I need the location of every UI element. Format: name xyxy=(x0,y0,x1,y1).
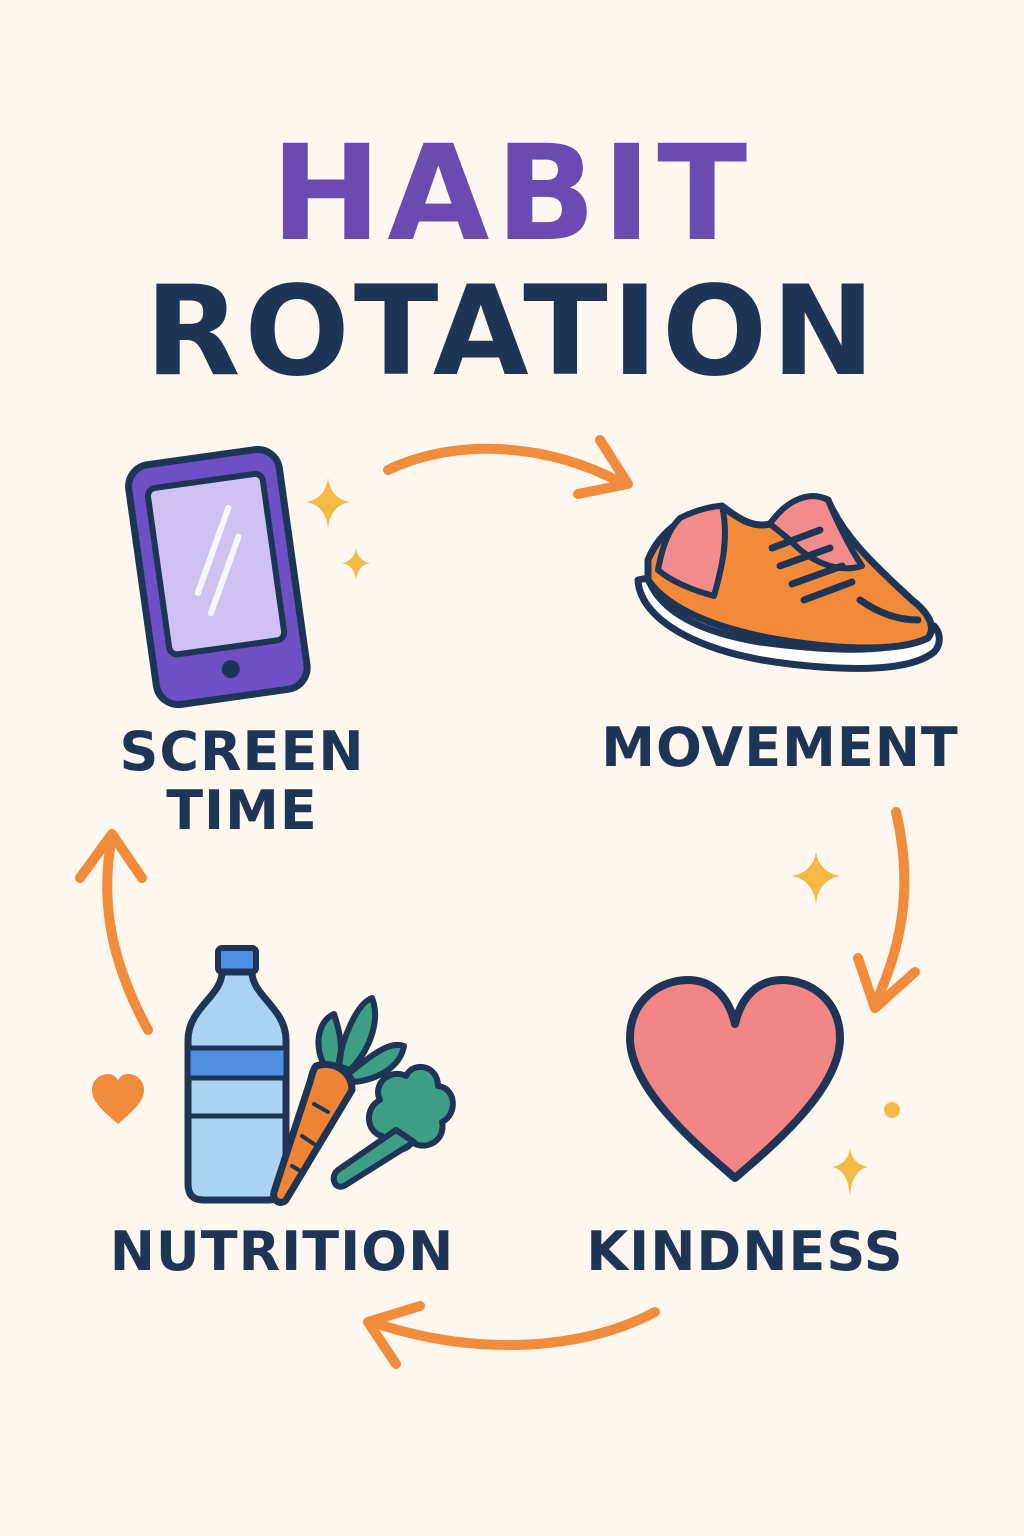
carrot-greens xyxy=(315,995,407,1085)
arrow-head-screen-to-movement xyxy=(573,435,633,499)
bottle-body xyxy=(184,968,290,1204)
arrow-head-kindness-to-nutrition xyxy=(363,1301,425,1369)
phone-screen-glare xyxy=(207,533,242,617)
sparkle-icon xyxy=(792,852,840,904)
sparkle-dot-icon xyxy=(884,1102,900,1118)
arrow-kindness-to-nutrition xyxy=(367,1307,660,1350)
bottle-cap xyxy=(215,945,259,975)
phone-screen xyxy=(144,470,288,658)
broccoli-head xyxy=(366,1063,456,1153)
water-bottle-carrot-broccoli-icon xyxy=(184,945,456,1206)
sparkle-icon xyxy=(342,548,370,580)
title-line-habit: HABIT xyxy=(270,117,754,271)
arrow-head-nutrition-to-screen xyxy=(75,829,147,883)
sparkles xyxy=(92,478,900,1196)
heart-shape xyxy=(626,976,844,1182)
arrow-screen-to-movement xyxy=(383,443,625,487)
habit-label-kindness: KINDNESS xyxy=(586,1220,904,1283)
phone-screen-glare xyxy=(194,504,232,596)
broccoli-stem xyxy=(330,1127,417,1190)
habit-label-screen-time: SCREEN TIME xyxy=(119,720,365,843)
sneaker-icon xyxy=(634,493,943,672)
sneaker-laces xyxy=(768,526,856,604)
arrow-movement-to-kindness xyxy=(870,807,910,1009)
heart-icon xyxy=(626,976,844,1182)
sneaker-heel-patch xyxy=(655,503,728,599)
small-heart-icon xyxy=(92,1074,144,1124)
smartphone-icon xyxy=(125,445,311,709)
phone-home-button xyxy=(221,660,240,679)
cycle-arrows xyxy=(75,435,920,1369)
habit-label-movement: MOVEMENT xyxy=(601,716,959,779)
bottle-label-band xyxy=(185,1045,289,1081)
sneaker-toe-line xyxy=(856,596,922,624)
habit-label-nutrition: NUTRITION xyxy=(109,1220,455,1283)
arrow-head-movement-to-kindness xyxy=(853,953,920,1013)
arrow-nutrition-to-screen xyxy=(102,831,153,1035)
title-line-rotation: ROTATION xyxy=(144,260,880,404)
carrot-lines xyxy=(290,1102,330,1174)
sparkle-icon xyxy=(306,478,350,528)
sparkle-icon xyxy=(832,1148,868,1196)
sneaker-sole xyxy=(634,574,943,672)
